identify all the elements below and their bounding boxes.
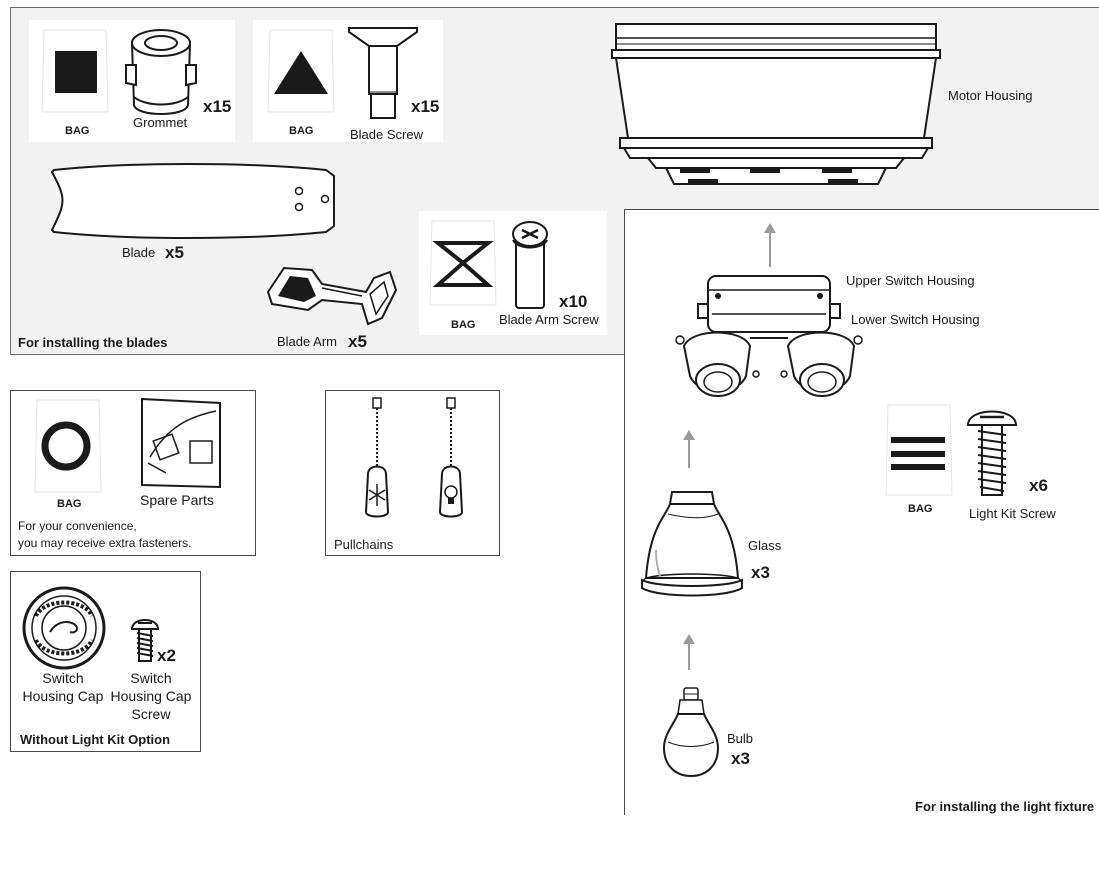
light-kit-screw-label: Light Kit Screw	[969, 506, 1056, 521]
switch-housing-cap-icon	[22, 586, 106, 670]
blade-screw-label: Blade Screw	[350, 127, 423, 142]
blade-arm-screw-bag-label: BAG	[451, 319, 476, 331]
blade-arm-screw-label: Blade Arm Screw	[499, 312, 599, 327]
blade-arm-label: Blade Arm	[277, 334, 337, 349]
switch-housing-cap-label-line2: Housing Cap	[22, 688, 104, 704]
light-kit-screw-icon	[966, 410, 1018, 496]
lower-switch-housing-label: Lower Switch Housing	[851, 312, 980, 327]
blades-section-note: For installing the blades	[18, 335, 168, 350]
arrow-up-icon	[683, 430, 695, 468]
grommet-bag-label: BAG	[65, 125, 90, 137]
blade-arm-screw-qty: x10	[559, 292, 588, 311]
bulb-qty: x3	[731, 749, 750, 768]
switch-housing-cap-screw-label-line1: Switch	[130, 670, 172, 686]
blade-qty: x5	[165, 243, 184, 262]
pullchain-light-icon	[438, 397, 464, 518]
grommet-icon	[125, 29, 197, 115]
switch-housing-cap-screw-label-line2: Housing Cap	[110, 688, 192, 704]
switch-housing-cap-screw-label-line3: Screw	[131, 706, 171, 722]
blade-icon	[50, 163, 335, 239]
switch-housing-cap-screw-icon	[130, 619, 160, 662]
arrow-up-icon	[764, 223, 776, 267]
spare-parts-label: Spare Parts	[140, 492, 214, 508]
spare-parts-bag-icon	[34, 399, 102, 493]
switch-housing-cap-label-line1: Switch	[42, 670, 84, 686]
spare-parts-bag-label: BAG	[57, 498, 82, 510]
arrow-up-icon	[683, 634, 695, 670]
pullchain-fan-icon	[364, 397, 390, 518]
motor-housing-icon	[611, 23, 941, 185]
pullchains-box	[325, 390, 500, 556]
grommet-bag-icon	[41, 29, 109, 113]
without-light-kit-note: Without Light Kit Option	[20, 732, 171, 747]
light-kit-screw-bag-icon	[885, 404, 953, 496]
upper-switch-housing-label: Upper Switch Housing	[846, 273, 975, 288]
pullchains-label: Pullchains	[334, 537, 394, 552]
blade-arm-qty: x5	[348, 332, 367, 351]
light-section-note: For installing the light fixture	[915, 799, 1095, 814]
bulb-icon	[662, 687, 720, 778]
blade-arm-icon	[266, 266, 398, 326]
glass-icon	[641, 491, 743, 597]
blade-screw-qty: x15	[411, 97, 440, 116]
blade-screw-bag-icon	[267, 29, 335, 113]
grommet-label: Grommet	[133, 115, 188, 130]
spare-parts-icon	[141, 397, 221, 489]
light-kit-screw-bag-label: BAG	[908, 503, 933, 515]
spare-parts-note-line2: you may receive extra fasteners.	[18, 536, 192, 550]
blade-arm-screw-bag-icon	[429, 220, 497, 306]
blade-screw-icon	[348, 27, 418, 119]
switch-housing-icon	[675, 275, 863, 397]
light-kit-screw-qty: x6	[1029, 476, 1048, 495]
blade-screw-bag-label: BAG	[289, 125, 314, 137]
spare-parts-note-line1: For your convenience,	[18, 519, 137, 533]
bulb-label: Bulb	[727, 731, 754, 746]
glass-label: Glass	[748, 538, 782, 553]
blade-label: Blade	[122, 245, 156, 260]
blade-arm-screw-icon	[512, 221, 548, 309]
motor-housing-label: Motor Housing	[948, 88, 1033, 103]
grommet-qty: x15	[203, 97, 232, 116]
switch-housing-cap-screw-qty: x2	[157, 646, 176, 665]
glass-qty: x3	[751, 563, 770, 582]
